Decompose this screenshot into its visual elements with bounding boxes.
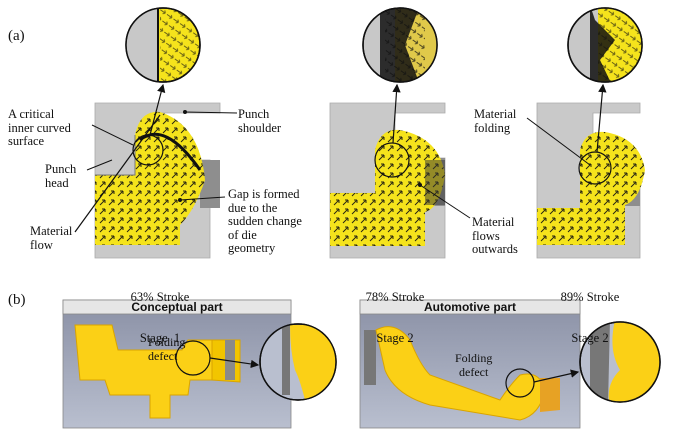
stage1-caption: 63% Stroke Stage 1: [110, 264, 210, 359]
punch-shoulder-label: Punch shoulder: [238, 107, 282, 135]
panel-a-label: (a): [8, 28, 25, 44]
conceptual-part-title: Conceptual part: [131, 300, 223, 314]
automotive-part-title: Automotive part: [423, 300, 516, 314]
critical-surface-label: A critical inner curved surface: [8, 107, 71, 148]
conceptual-zoom: [209, 323, 337, 401]
stage3-stage: Stage 2: [571, 330, 609, 345]
stage3-caption: 89% Stroke Stage 2: [540, 264, 640, 359]
stage2-stroke: 78% Stroke: [365, 290, 425, 304]
flows-outwards-label: Material flows outwards: [472, 215, 518, 256]
automotive-zoom: [533, 321, 661, 403]
folding-label: Material folding: [474, 107, 517, 135]
stage3-simulation: [526, 7, 645, 259]
punch-head-label: Punch head: [45, 162, 77, 190]
stage1-stroke: 63% Stroke: [130, 290, 190, 304]
material-flow-label: Material flow: [30, 224, 73, 252]
automotive-defect-label: Folding defect: [455, 351, 493, 379]
automotive-part-panel: [359, 299, 581, 429]
stage2-caption: 78% Stroke Stage 2: [345, 264, 445, 359]
conceptual-defect-label: Folding defect: [148, 335, 186, 363]
stage1-simulation: [74, 7, 238, 259]
panel-b-label: (b): [8, 292, 26, 308]
stage1-stage: Stage 1: [139, 330, 181, 345]
stage3-stroke: 89% Stroke: [560, 290, 620, 304]
stage2-simulation: [329, 7, 471, 259]
gap-label: Gap is formed due to the sudden change o…: [228, 187, 302, 255]
stage2-stage: Stage 2: [376, 330, 414, 345]
